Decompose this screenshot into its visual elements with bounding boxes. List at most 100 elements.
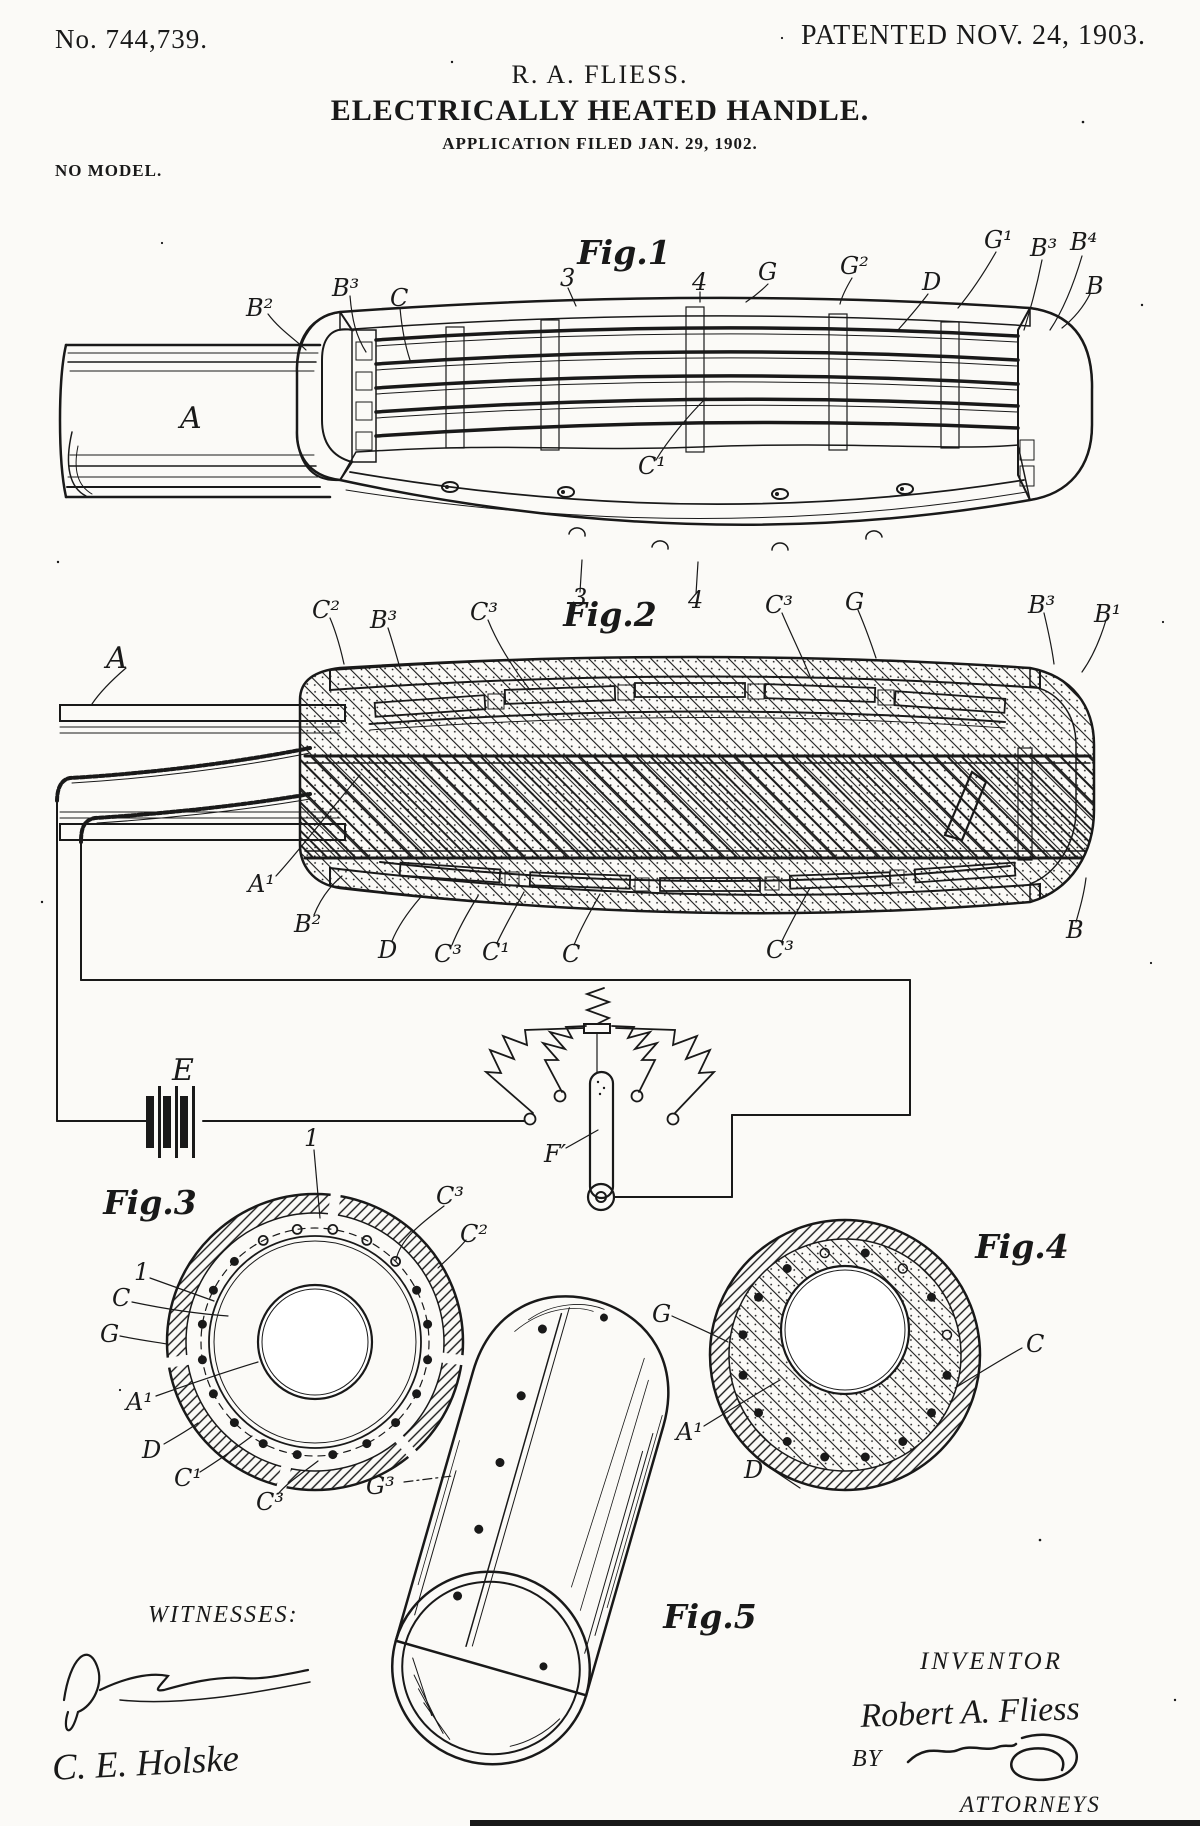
figure-5: G³ Fig.5 bbox=[366, 1295, 757, 1766]
fig3-label-c: C bbox=[112, 1284, 130, 1312]
fig3-label-d: D bbox=[141, 1436, 161, 1464]
fig2-lead-wires bbox=[55, 746, 312, 844]
witnesses-heading: WITNESSES: bbox=[148, 1602, 299, 1628]
lever-leader-line bbox=[565, 1129, 599, 1149]
fig2-leader-lines bbox=[91, 609, 1107, 946]
fig5-seam bbox=[465, 1307, 570, 1648]
fig4-wire-dots bbox=[738, 1247, 953, 1462]
fig1-label-d: D bbox=[921, 268, 941, 296]
figure-2: Fig.2 bbox=[55, 588, 1121, 968]
fig1-terminal-strip bbox=[351, 329, 377, 463]
fig4-center-bore bbox=[779, 1264, 911, 1396]
attorneys-signature bbox=[906, 1733, 1078, 1782]
fig2-label-c1: C¹ bbox=[482, 938, 510, 966]
header-no-model: NO MODEL. bbox=[55, 161, 163, 180]
fig1-cover-holes bbox=[441, 481, 914, 500]
lever-label: F′ bbox=[543, 1140, 567, 1168]
fig2-caption: Fig.2 bbox=[562, 595, 657, 634]
fig2-lower-wire-channels bbox=[379, 861, 1017, 892]
fig2-label-g: G bbox=[845, 588, 864, 616]
paper-specks bbox=[40, 36, 1177, 1702]
fig1-outline bbox=[295, 296, 1094, 526]
fig3-leader-lines bbox=[119, 1149, 467, 1495]
circuit-wiring bbox=[56, 799, 911, 1198]
header-application-line: APPLICATION FILED JAN. 29, 1902. bbox=[442, 134, 758, 153]
rheostat-lever bbox=[586, 1070, 616, 1212]
fig2-label-b1: B¹ bbox=[1093, 600, 1121, 628]
fig3-label-c3-bottom: C³ bbox=[256, 1488, 284, 1516]
header-patented-date: PATENTED NOV. 24, 1903. bbox=[800, 20, 1146, 51]
fig2-label-c3-bottomleft: C³ bbox=[434, 940, 462, 968]
figure-1: Fig.1 bbox=[58, 226, 1104, 614]
fig5-vent-holes bbox=[453, 1313, 608, 1671]
fig2-label-d: D bbox=[377, 936, 397, 964]
fig3-label-c2: C² bbox=[460, 1220, 488, 1248]
scan-edge-artifact bbox=[470, 1820, 1200, 1826]
figure-3: Fig.3 bbox=[100, 1124, 488, 1516]
battery-symbol bbox=[146, 1086, 195, 1158]
fig2-label-c: C bbox=[562, 940, 580, 968]
fig2-label-a: A bbox=[103, 641, 128, 676]
fig1-label-g2: G² bbox=[840, 252, 869, 280]
fig2-label-b3-right: B³ bbox=[1027, 591, 1055, 619]
fig5-tube-shading bbox=[414, 1304, 663, 1654]
fig1-label-b4: B⁴ bbox=[1069, 228, 1097, 256]
fig5-label-g3: G³ bbox=[366, 1472, 395, 1500]
fig2-set-screw-notch bbox=[943, 770, 988, 842]
header-applicant-name: R. A. FLIESS. bbox=[511, 60, 689, 89]
fig3-center-bore bbox=[256, 1283, 374, 1401]
fig3-caption: Fig.3 bbox=[102, 1183, 197, 1222]
fig1-label-4-bottom: 4 bbox=[687, 586, 703, 614]
fig2-outline bbox=[298, 655, 1096, 915]
fig4-label-g: G bbox=[652, 1300, 671, 1328]
rheostat-resistor-bank bbox=[483, 987, 717, 1114]
fig2-upper-wire-channels bbox=[369, 682, 1007, 731]
fig1-label-4-top: 4 bbox=[691, 268, 707, 296]
fig5-tube bbox=[390, 1295, 670, 1766]
fig1-label-b3-right: B³ bbox=[1029, 234, 1057, 262]
fig5-caption: Fig.5 bbox=[662, 1597, 757, 1636]
fig1-label-b3-left: B³ bbox=[331, 274, 359, 302]
fig3-label-a1: A¹ bbox=[124, 1388, 153, 1416]
fig3-label-1-top: 1 bbox=[304, 1124, 319, 1152]
fig4-label-c: C bbox=[1026, 1330, 1044, 1358]
fig3-ring-joints bbox=[165, 1192, 465, 1490]
fig1-right-cap-blocks bbox=[1019, 439, 1035, 487]
fig2-section-internals bbox=[300, 657, 1094, 914]
fig2-label-a1: A¹ bbox=[246, 870, 275, 898]
fig5-mouth-outer bbox=[390, 1570, 592, 1766]
figure-4: Fig.4 bbox=[652, 1218, 1069, 1492]
fig1-label-b2: B² bbox=[245, 294, 273, 322]
header-patent-number: No. 744,739. bbox=[55, 24, 208, 54]
inventor-heading: INVENTOR bbox=[920, 1648, 1063, 1675]
fig4-label-a1: A¹ bbox=[674, 1418, 703, 1446]
fig5-mouth-inner bbox=[401, 1580, 581, 1756]
fig1-label-b: B bbox=[1085, 272, 1104, 300]
fig1-label-g1: G¹ bbox=[984, 226, 1013, 254]
fig2-label-c3-topright: C³ bbox=[765, 591, 793, 619]
fig3-label-g: G bbox=[100, 1320, 119, 1348]
fig1-label-c1: C¹ bbox=[638, 452, 666, 480]
fig2-label-b2: B² bbox=[293, 910, 321, 938]
fig3-insulation-disc bbox=[208, 1235, 422, 1449]
fig3-wire-circle-dashed bbox=[200, 1227, 430, 1457]
fig5-g3-leader bbox=[403, 1475, 453, 1483]
fig3-label-c3-right: C³ bbox=[436, 1182, 464, 1210]
fig1-label-c: C bbox=[390, 284, 408, 312]
fig4-caption: Fig.4 bbox=[974, 1227, 1069, 1266]
fig1-label-3-bottom: 3 bbox=[572, 584, 587, 612]
fig4-leader-lines bbox=[671, 1315, 1023, 1489]
fig2-label-b3-left: B³ bbox=[369, 606, 397, 634]
fig1-bottom-notches bbox=[568, 527, 883, 551]
fig1-heating-wires bbox=[374, 326, 1020, 438]
fig3-label-1-left: 1 bbox=[134, 1258, 149, 1286]
fig2-label-c2: C² bbox=[312, 596, 340, 624]
fig1-caption: Fig.1 bbox=[576, 233, 671, 272]
attorneys-label: ATTORNEYS bbox=[960, 1792, 1101, 1817]
battery-label: E bbox=[171, 1053, 194, 1088]
fig1-shaft bbox=[58, 343, 332, 499]
by-label: BY bbox=[852, 1746, 883, 1772]
fig3-wire-dots bbox=[197, 1224, 433, 1460]
